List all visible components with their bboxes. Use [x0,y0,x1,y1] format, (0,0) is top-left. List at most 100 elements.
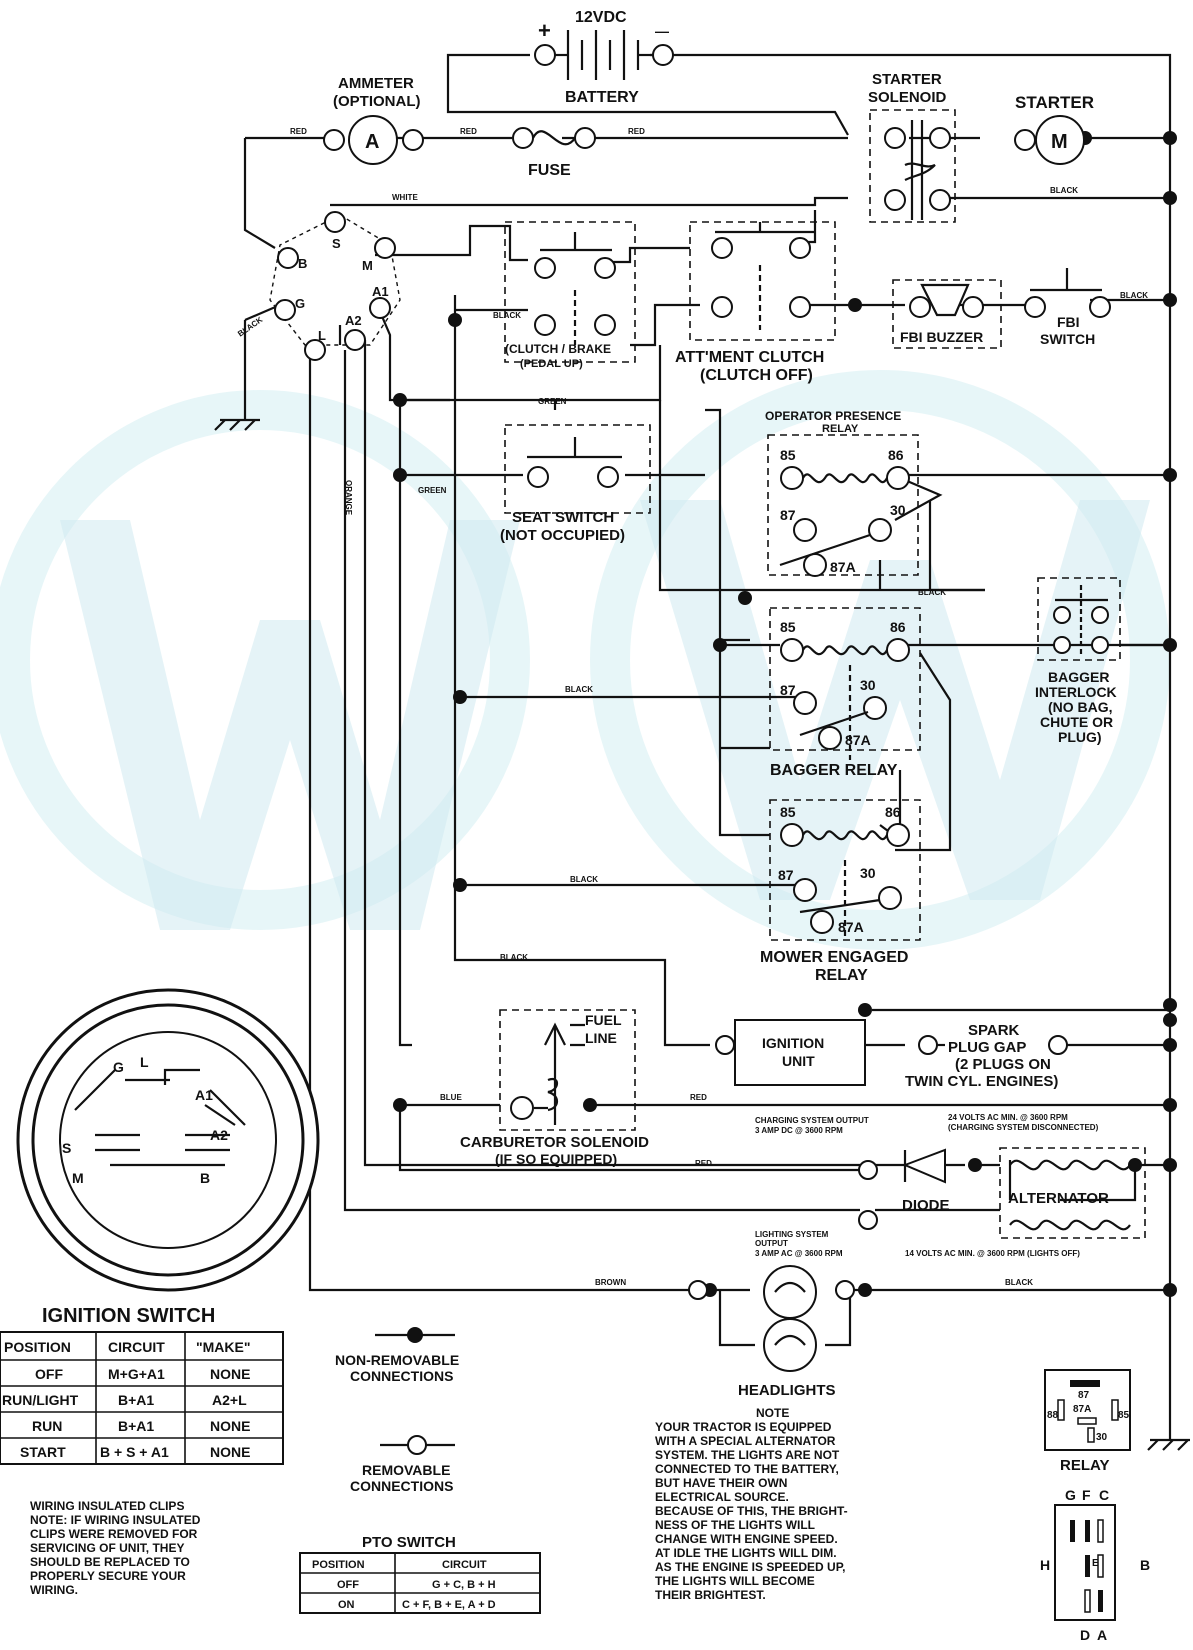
lights-note-line: AS THE ENGINE IS SPEEDED UP, [655,1560,846,1574]
wire-black-label-5: BLACK [565,685,593,694]
lighting-ac: 14 VOLTS AC MIN. @ 3600 RPM (LIGHTS OFF) [905,1249,1080,1258]
alternator: ALTERNATOR [999,1147,1146,1239]
wire-red-label-5: RED [695,1159,712,1168]
bagger-relay-87: 87 [780,682,796,698]
relay-pin-87: 87 [1078,1390,1090,1401]
charging-ac-l2: (CHARGING SYSTEM DISCONNECTED) [948,1123,1099,1132]
spark-plug: SPARK PLUG GAP (2 PLUGS ON TWIN CYL. ENG… [905,1022,1068,1090]
face-b: B [200,1170,210,1186]
ignition-switch-schematic: B S M G A1 A2 L WHITE BLACK [236,193,418,361]
wire-red-label-1: RED [290,127,307,136]
clutch-brake-switch: (CLUTCH / BRAKE (PEDAL UP) BLACK [493,221,636,370]
operator-relay-87: 87 [780,507,796,523]
lights-note-line: BUT HAVE THEIR OWN [655,1476,787,1490]
wire-black-label-8: BLACK [1005,1278,1033,1287]
headlights-label: HEADLIGHTS [738,1382,836,1399]
relay-pinout-label: RELAY [1060,1457,1109,1474]
wiring-note-l4: SERVICING OF UNIT, THEY [30,1541,184,1555]
bagger-relay-85: 85 [780,619,796,635]
mower-relay-87a: 87A [838,919,864,935]
ign-term-b: B [298,256,307,271]
lights-note-line: WITH A SPECIAL ALTERNATOR [655,1434,836,1448]
wire-black-label-7: BLACK [500,953,528,962]
ign-row-run-pos: RUN [32,1418,62,1434]
lights-note: NOTE YOUR TRACTOR IS EQUIPPED WITH A SPE… [655,1406,848,1602]
operator-relay-86: 86 [888,447,904,463]
carb-solenoid-equipped: (IF SO EQUIPPED) [495,1151,617,1167]
clutch-brake-pedal: (PEDAL UP) [520,358,583,370]
operator-relay-85: 85 [780,447,796,463]
mower-relay-85: 85 [780,804,796,820]
wire-green-label-2: GREEN [418,486,447,495]
operator-relay-title: OPERATOR PRESENCE [765,409,901,423]
attachment-clutch-label: ATT'MENT CLUTCH [675,349,824,366]
wiring-note-l5: SHOULD BE REPLACED TO [30,1555,190,1569]
ign-term-s: S [332,236,341,251]
operator-relay-subtitle: RELAY [822,423,859,435]
pto-row-off-pos: OFF [337,1579,359,1591]
operator-presence-relay: OPERATOR PRESENCE RELAY 85 86 87 30 87A … [765,409,946,597]
relay-pin-30: 30 [1096,1432,1108,1443]
bagger-relay-30: 30 [860,677,876,693]
lights-note-line: SYSTEM. THE LIGHTS ARE NOT [655,1448,840,1462]
starter-solenoid-label: STARTER [872,71,942,88]
bagger-relay-87a: 87A [845,732,871,748]
wiring-note-l2: NOTE: IF WIRING INSULATED [30,1513,201,1527]
ign-row-off-circ: M+G+A1 [108,1366,165,1382]
ign-th-make: "MAKE" [196,1339,251,1355]
charging-output-l2: 3 AMP DC @ 3600 RPM [755,1126,843,1135]
alternator-label: ALTERNATOR [1008,1190,1109,1207]
face-g: G [113,1059,124,1075]
seat-switch-not-occupied: (NOT OCCUPIED) [500,527,625,544]
ammeter-optional: (OPTIONAL) [333,93,421,110]
ign-th-position: POSITION [4,1339,71,1355]
bagger-interlock-l1: BAGGER [1048,669,1109,685]
ignition-switch-face: G L A1 A2 S M B [16,988,320,1292]
wire-black-label-4: BLACK [918,588,946,597]
bagger-relay: 85 86 87 30 87A BAGGER RELAY BLACK [565,607,921,779]
legend-nonremovable-l1: NON-REMOVABLE [335,1352,459,1368]
relay-pin-87a: 87A [1073,1404,1091,1415]
ignition-switch-table: IGNITION SWITCH POSITION CIRCUIT "MAKE" … [0,1305,284,1465]
bagger-interlock-l2: INTERLOCK [1035,684,1117,700]
wire-white-label: WHITE [392,193,418,202]
attachment-clutch-off: (CLUTCH OFF) [700,367,813,384]
ign-term-g: G [295,296,305,311]
pto-pin-f: F [1082,1487,1091,1503]
lights-note-line: NESS OF THE LIGHTS WILL [655,1518,815,1532]
wire-red-label-2: RED [460,127,477,136]
wiring-note-l1: WIRING INSULATED CLIPS [30,1499,184,1513]
ammeter-symbol: A [365,131,379,153]
ignition-unit-l2: UNIT [782,1053,815,1069]
starter-solenoid: STARTER SOLENOID [868,71,956,223]
watermark-logo [0,370,1170,950]
pto-pin-h: H [1040,1557,1050,1573]
battery: 12VDC + — BATTERY [534,9,674,106]
fbi-buzzer-label: FBI BUZZER [900,329,983,345]
ammeter-label: AMMETER [338,75,414,92]
ign-th-circuit: CIRCUIT [108,1339,165,1355]
fbi-switch-label: FBI [1057,314,1080,330]
face-l: L [140,1054,149,1070]
operator-relay-87a: 87A [830,559,856,575]
ign-row-run-make: NONE [210,1418,250,1434]
bagger-interlock-l3: (NO BAG, [1048,699,1113,715]
starter-symbol: M [1051,131,1068,153]
ign-row-runlight-make: A2+L [212,1392,247,1408]
mower-relay-86: 86 [885,804,901,820]
fbi-switch-label-2: SWITCH [1040,331,1095,347]
ign-row-start-pos: START [20,1444,66,1460]
wire-black-label-1: BLACK [1050,186,1078,195]
lights-note-line: YOUR TRACTOR IS EQUIPPED [655,1420,832,1434]
fbi-buzzer: FBI BUZZER [892,279,1002,349]
charging-system-notes: CHARGING SYSTEM OUTPUT 3 AMP DC @ 3600 R… [755,1113,1099,1135]
charging-ac-l1: 24 VOLTS AC MIN. @ 3600 RPM [948,1113,1068,1122]
ign-term-m: M [362,258,373,273]
legend-removable-l2: CONNECTIONS [350,1478,453,1494]
lighting-l1: LIGHTING SYSTEM [755,1230,829,1239]
fuse-label: FUSE [528,162,571,179]
ign-row-start-make: NONE [210,1444,250,1460]
pto-th-position: POSITION [312,1559,365,1571]
battery-label: BATTERY [565,89,639,106]
